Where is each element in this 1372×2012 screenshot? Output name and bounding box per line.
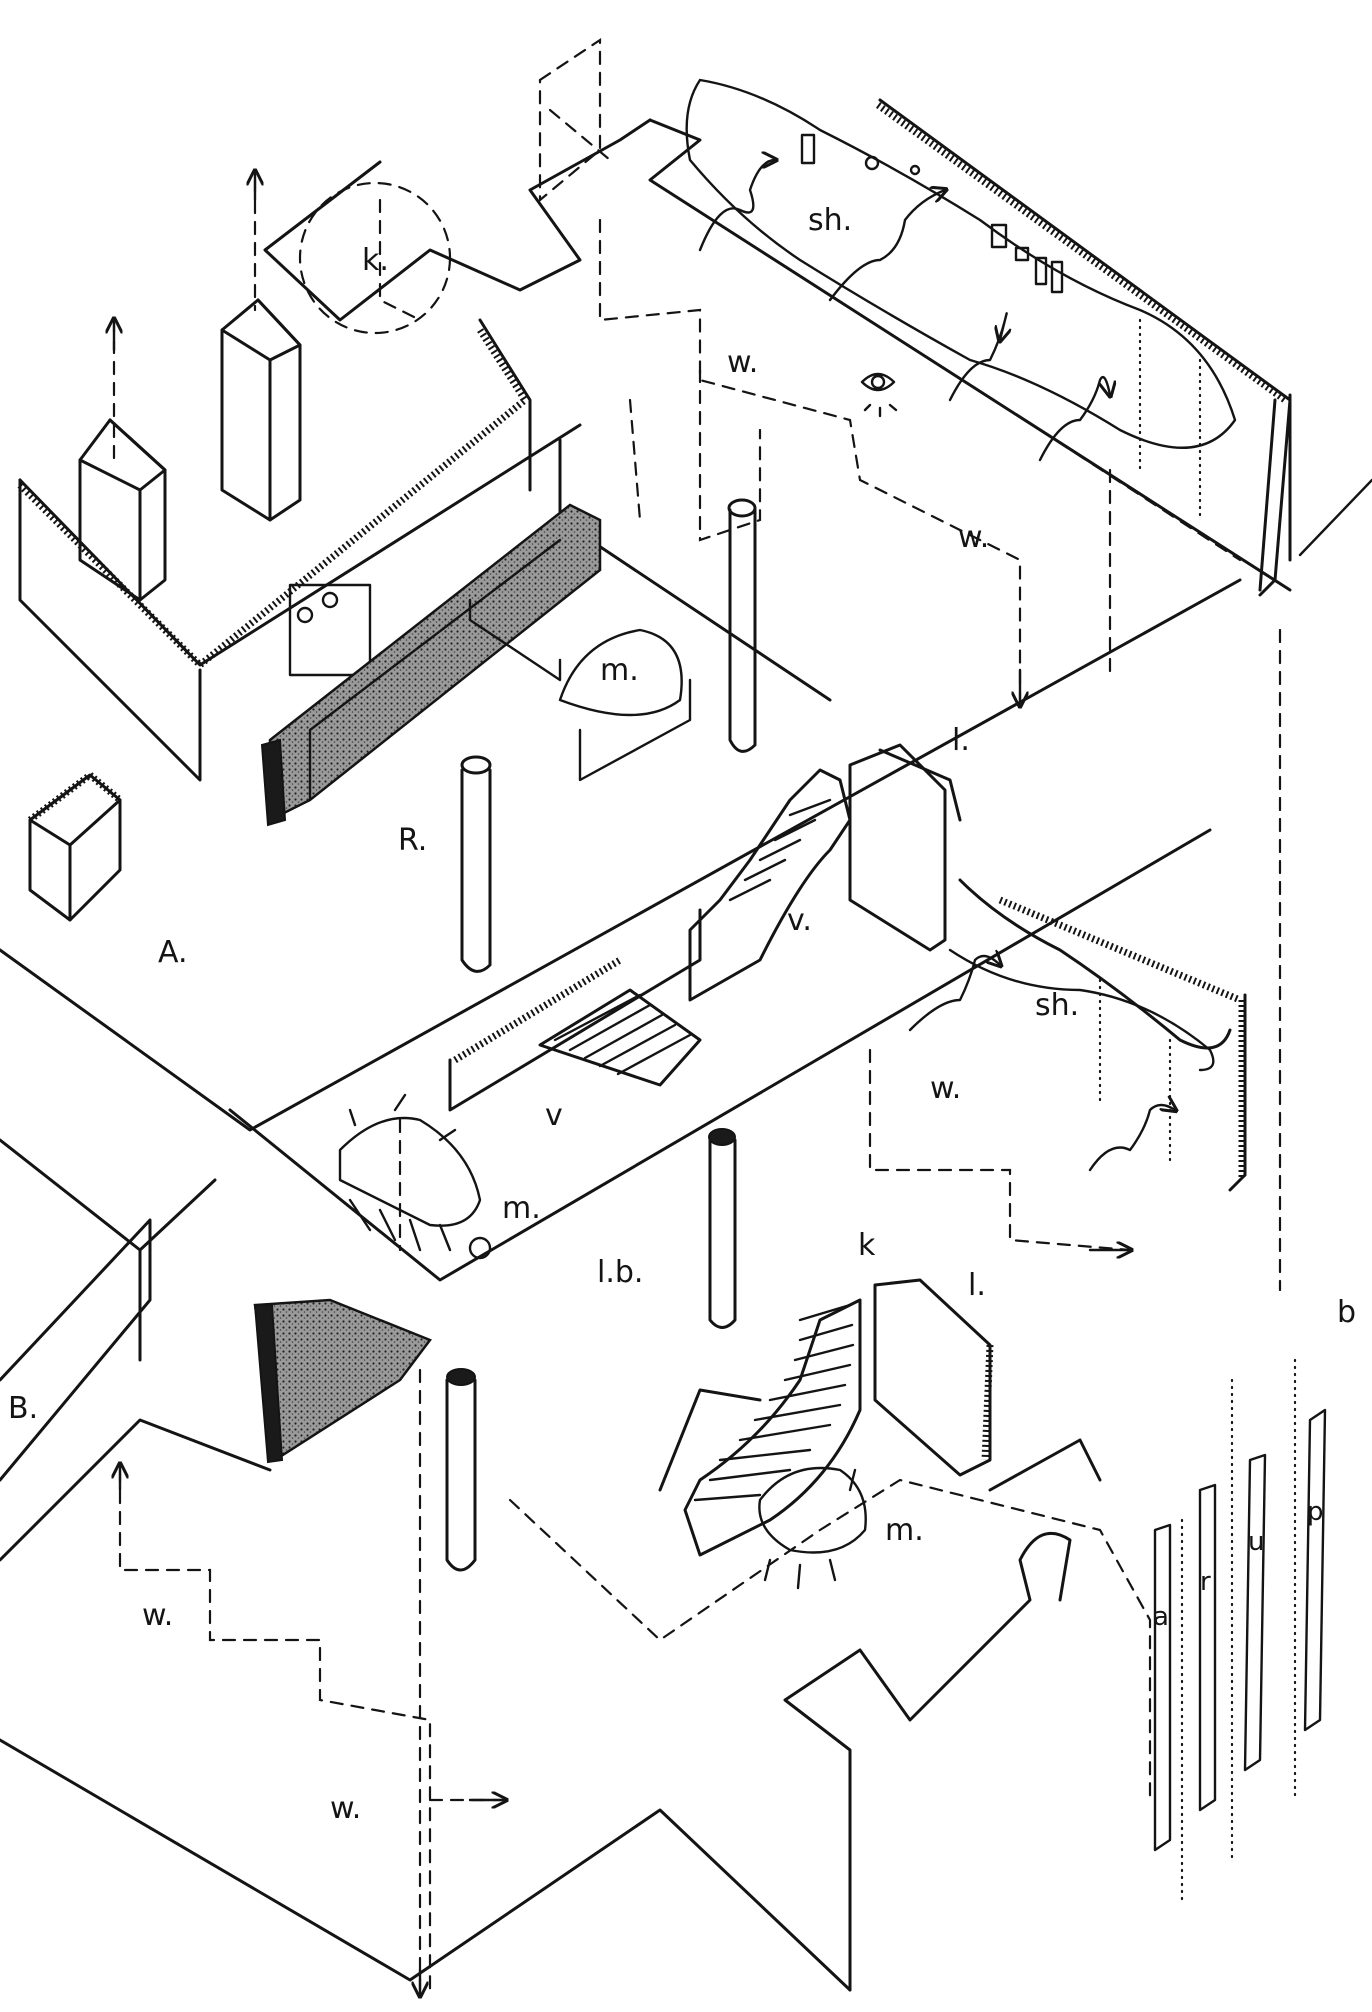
label-m-upper: m. (600, 653, 639, 688)
label-m-dining: m. (502, 1191, 541, 1226)
lower-dashed (118, 628, 1282, 1992)
label-w-2: w. (958, 520, 989, 555)
label-w-low2: w. (330, 1791, 361, 1826)
upper-bench (468, 598, 692, 782)
stairs-lower (658, 1298, 862, 1557)
kitchen-block (17, 318, 532, 677)
label-kitchen-top: k. (362, 243, 389, 278)
kitchen-circle (298, 181, 452, 335)
legend-p: p (1307, 1497, 1324, 1527)
label-w-mid: w. (930, 1071, 961, 1106)
legend (1153, 1358, 1327, 1902)
label-w-low1: w. (142, 1598, 173, 1633)
top-dashed-frames (112, 37, 1242, 702)
label-v-center: v (545, 1098, 563, 1133)
label-v-right: v. (787, 903, 812, 938)
label-a-room: A. (158, 935, 188, 970)
label-b-left: B. (8, 1391, 38, 1426)
eye-icon (860, 372, 898, 418)
label-w-1: w. (727, 345, 758, 380)
stairs-upper (448, 768, 852, 1112)
top-left-blocks (27, 298, 302, 922)
label-shelf-top: sh. (808, 203, 852, 238)
label-l-lower: l. (968, 1268, 986, 1303)
label-shelf-mid: sh. (1035, 988, 1079, 1023)
top-right-wall (875, 98, 1372, 597)
label-b-right: b (1337, 1295, 1356, 1330)
lower-table (758, 1466, 867, 1590)
label-r-room: R. (398, 823, 427, 858)
columns (445, 498, 757, 1572)
dining-table (338, 1093, 492, 1260)
legend-r: r (1200, 1567, 1211, 1597)
sun-wave-arrows (698, 160, 1175, 1172)
label-m-lower: m. (885, 1513, 924, 1548)
label-lb: l.b. (597, 1255, 643, 1290)
upper-floor-outline (0, 118, 1292, 1282)
shelf-top (685, 78, 1237, 449)
legend-a: a (1153, 1602, 1169, 1632)
label-l-upper: l. (952, 723, 970, 758)
right-lower-wall (948, 878, 1247, 1192)
legend-u: u (1248, 1527, 1264, 1557)
lower-ground (0, 1138, 1102, 1992)
lower-panels (848, 743, 994, 1477)
textured-walls (253, 503, 602, 1464)
label-k-lower: k (858, 1228, 876, 1263)
